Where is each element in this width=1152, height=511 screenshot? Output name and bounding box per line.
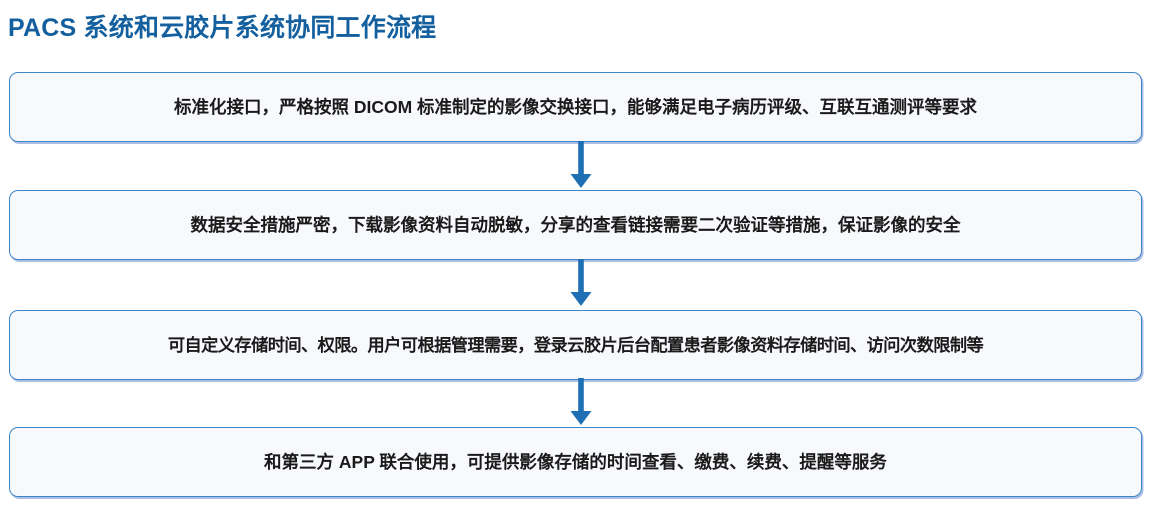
flow-connector-1 [566,141,596,189]
page-title: PACS 系统和云胶片系统协同工作流程 [8,14,437,42]
flow-step-1-label: 标准化接口，严格按照 DICOM 标准制定的影像交换接口，能够满足电子病历评级、… [173,97,978,117]
down-arrow-icon [570,141,592,188]
flow-step-2-label: 数据安全措施严密，下载影像资料自动脱敏，分享的查看链接需要二次验证等措施，保证影… [190,215,961,235]
flow-connector-3 [566,378,596,426]
down-arrow-icon [570,259,592,306]
flow-step-3-label: 可自定义存储时间、权限。用户可根据管理需要，登录云胶片后台配置患者影像资料存储时… [167,335,984,355]
flow-connector-2 [566,259,596,307]
flow-step-3: 可自定义存储时间、权限。用户可根据管理需要，登录云胶片后台配置患者影像资料存储时… [9,310,1142,380]
flow-step-2: 数据安全措施严密，下载影像资料自动脱敏，分享的查看链接需要二次验证等措施，保证影… [9,190,1142,260]
flow-step-4: 和第三方 APP 联合使用，可提供影像存储的时间查看、缴费、续费、提醒等服务 [9,427,1142,497]
flow-step-4-label: 和第三方 APP 联合使用，可提供影像存储的时间查看、缴费、续费、提醒等服务 [264,452,887,472]
flow-step-1: 标准化接口，严格按照 DICOM 标准制定的影像交换接口，能够满足电子病历评级、… [9,72,1142,142]
down-arrow-icon [570,378,592,425]
